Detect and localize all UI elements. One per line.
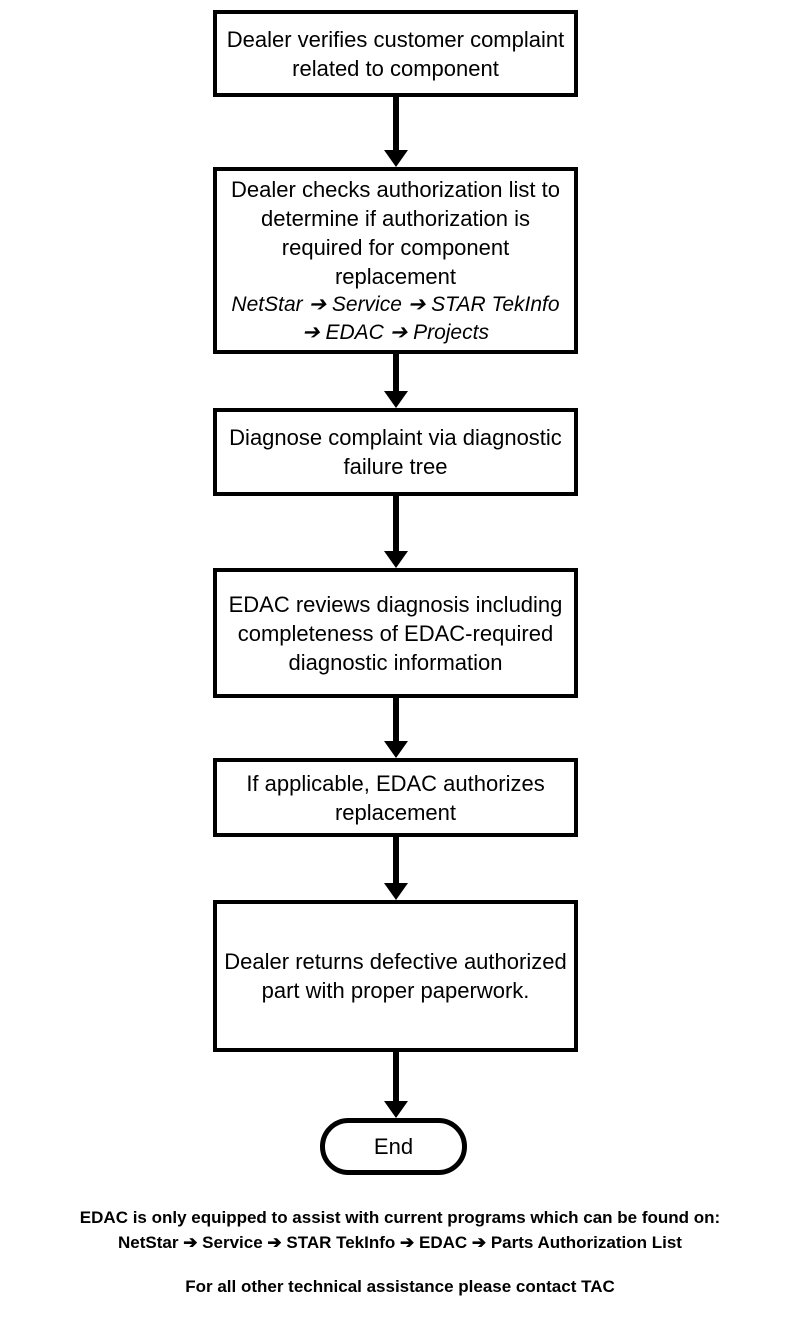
flow-arrow-5 <box>383 837 408 900</box>
flow-node-label: Dealer checks authorization list to dete… <box>231 176 560 289</box>
flow-node-label: Dealer returns defective authorized part… <box>224 949 567 1003</box>
arrow-line <box>392 698 399 741</box>
arrow-down-icon <box>383 741 408 758</box>
footer-line-3: For all other technical assistance pleas… <box>185 1277 615 1296</box>
arrow-line <box>392 1052 399 1101</box>
arrow-down-icon <box>383 551 408 568</box>
flow-node-label: Diagnose complaint via diagnostic failur… <box>229 425 562 479</box>
arrow-down-icon <box>383 391 408 408</box>
arrow-line <box>392 496 399 551</box>
arrow-line <box>392 837 399 883</box>
flow-node-navigation-path: NetStar ➔ Service ➔ STAR TekInfo ➔ EDAC … <box>231 292 560 344</box>
flow-node-edac-reviews: EDAC reviews diagnosis including complet… <box>213 568 578 698</box>
flow-node-check-authorization-list: Dealer checks authorization list to dete… <box>213 167 578 354</box>
flow-node-verify-complaint: Dealer verifies customer complaint relat… <box>213 10 578 97</box>
flow-arrow-2 <box>383 354 408 408</box>
footer-line-1: EDAC is only equipped to assist with cur… <box>79 1208 721 1227</box>
flow-node-edac-authorizes: If applicable, EDAC authorizes replaceme… <box>213 758 578 837</box>
footer-note-programs: EDAC is only equipped to assist with cur… <box>0 1205 800 1255</box>
flow-node-label: If applicable, EDAC authorizes replaceme… <box>246 770 545 825</box>
flow-node-label: EDAC reviews diagnosis including complet… <box>228 591 563 675</box>
flow-arrow-3 <box>383 496 408 568</box>
arrow-line <box>392 97 399 150</box>
footer-note-tac: For all other technical assistance pleas… <box>0 1274 800 1299</box>
flow-node-end: End <box>320 1118 467 1175</box>
arrow-down-icon <box>383 883 408 900</box>
flow-node-diagnose-complaint: Diagnose complaint via diagnostic failur… <box>213 408 578 496</box>
footer-line-2: NetStar ➔ Service ➔ STAR TekInfo ➔ EDAC … <box>118 1233 682 1252</box>
flow-arrow-1 <box>383 97 408 167</box>
flow-arrow-4 <box>383 698 408 758</box>
arrow-down-icon <box>383 1101 408 1118</box>
arrow-down-icon <box>383 150 408 167</box>
flow-node-label: End <box>373 1133 414 1159</box>
arrow-line <box>392 354 399 391</box>
flow-arrow-6 <box>383 1052 408 1118</box>
flow-node-label: Dealer verifies customer complaint relat… <box>226 26 565 81</box>
flow-node-dealer-returns-part: Dealer returns defective authorized part… <box>213 900 578 1052</box>
